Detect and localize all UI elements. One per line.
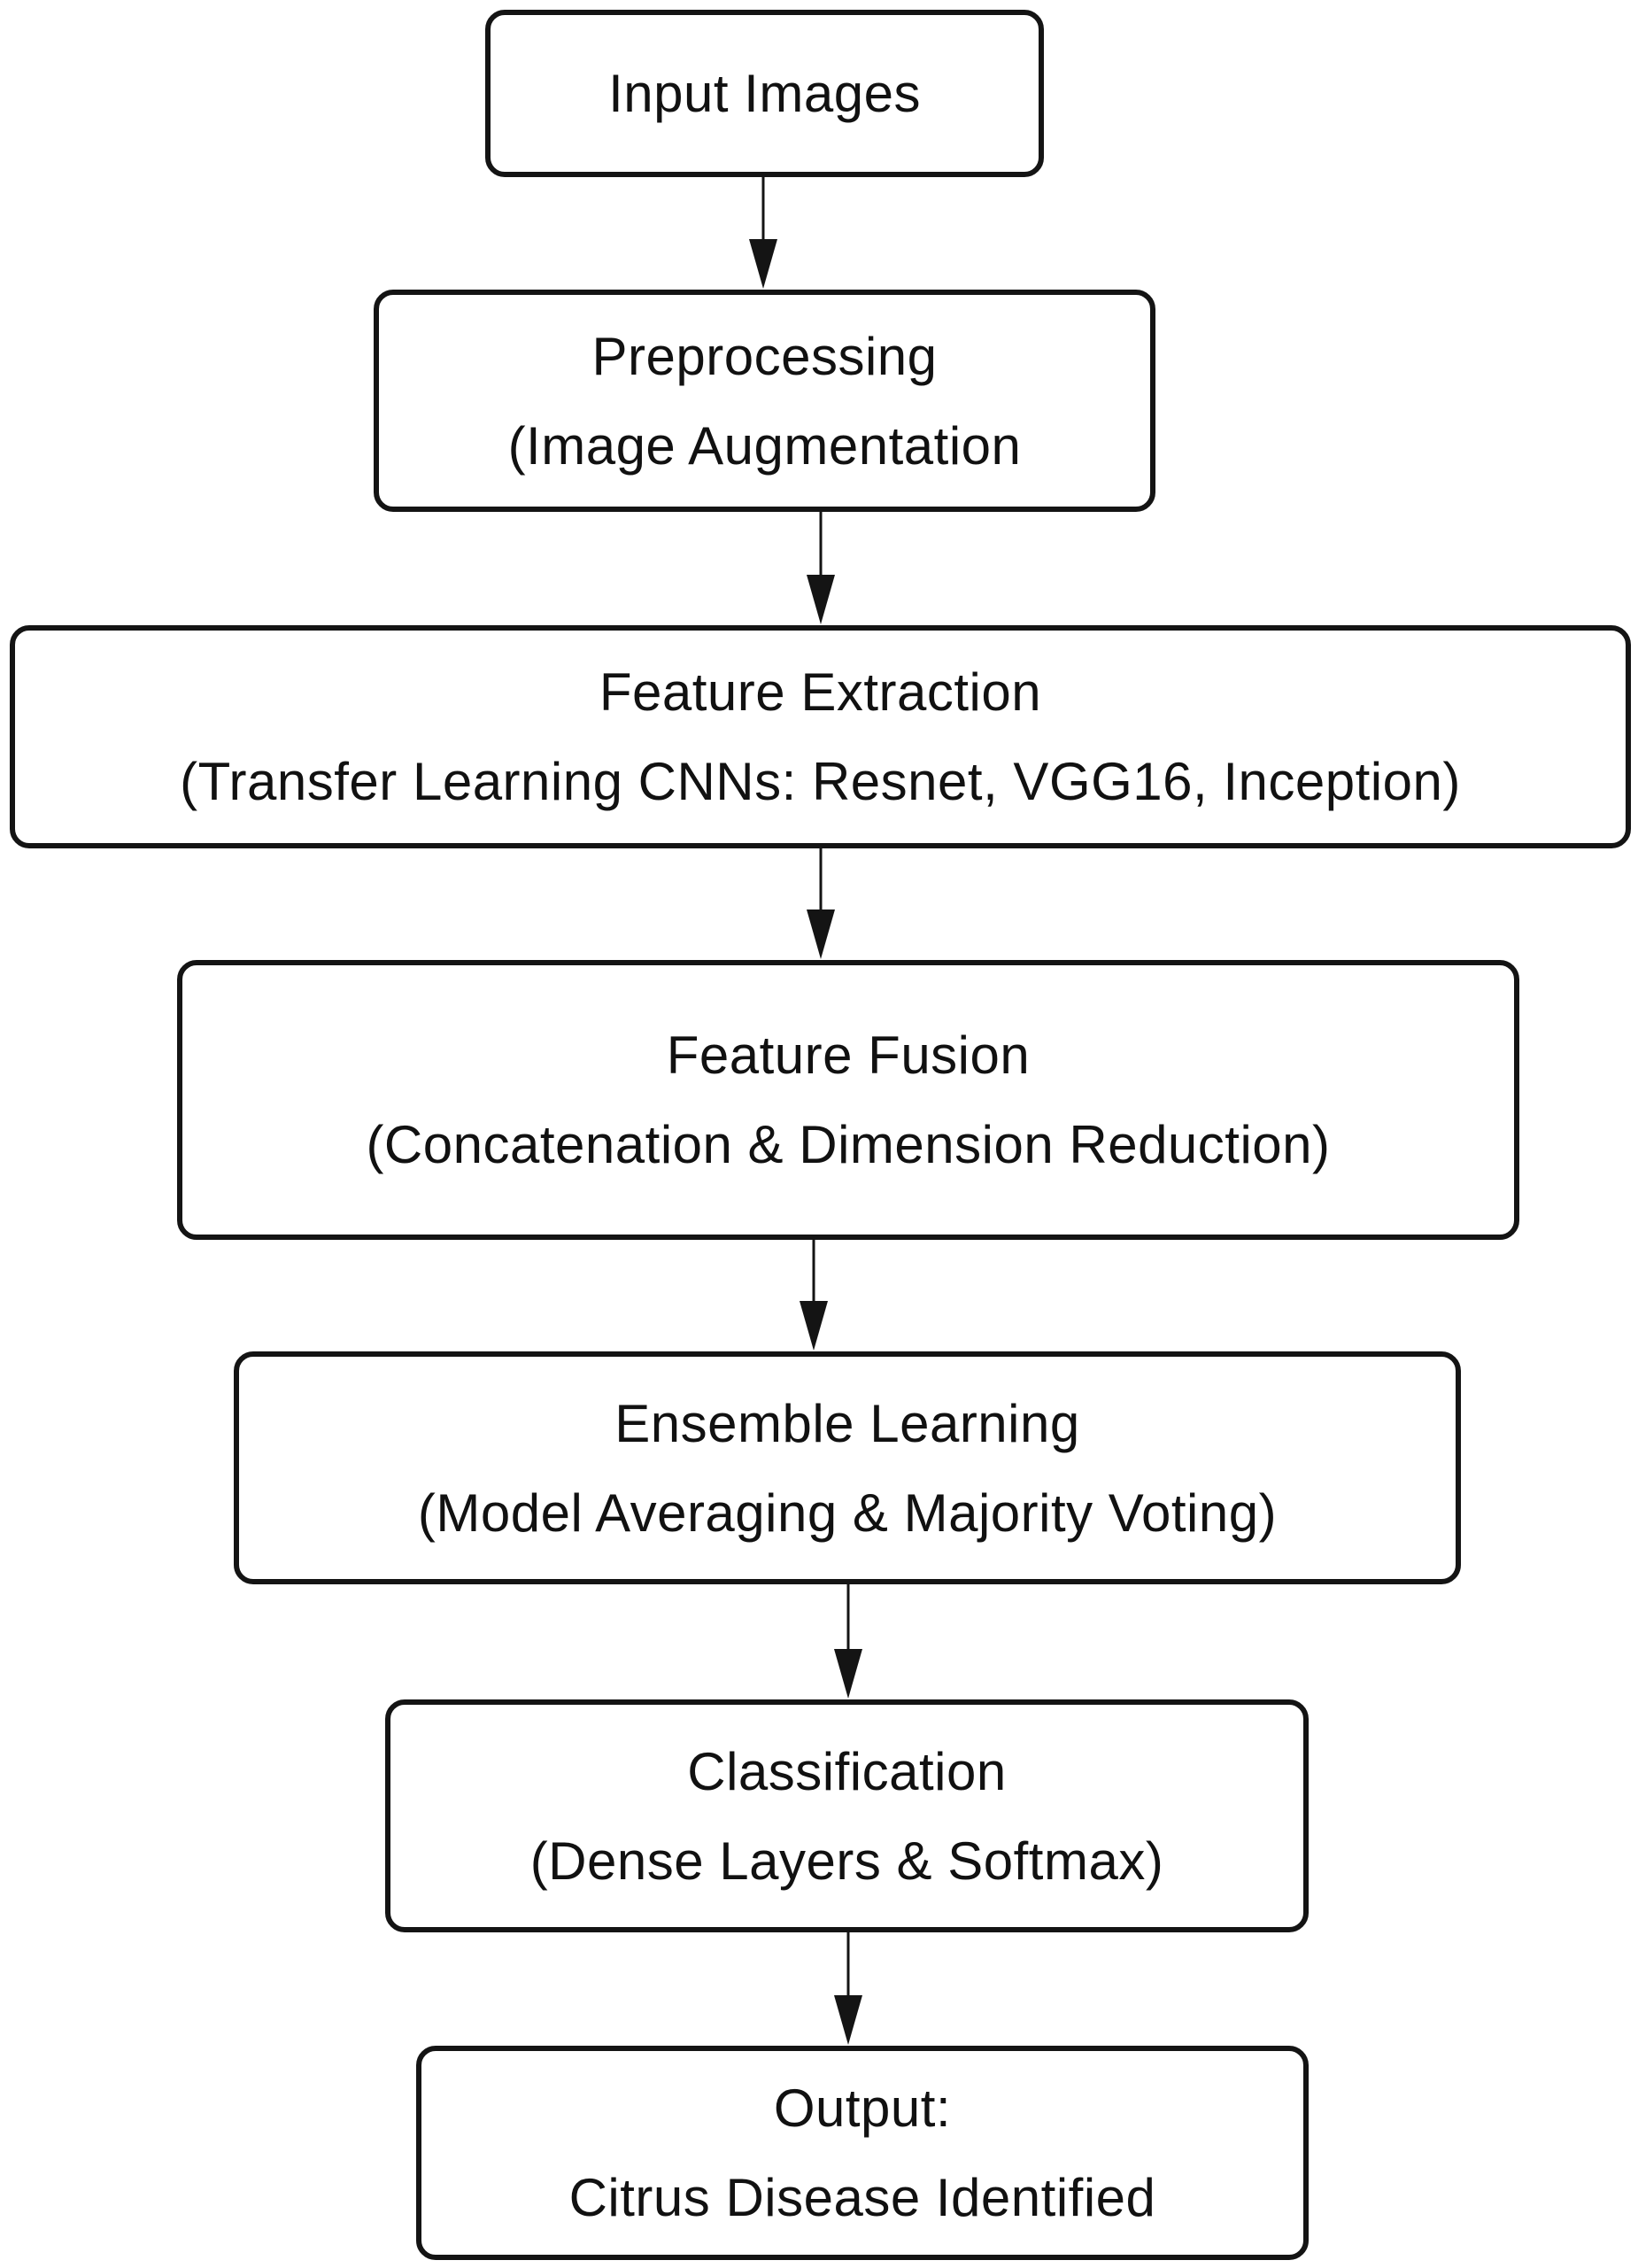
arrow-feature-extraction-to-feature-fusion bbox=[807, 848, 835, 959]
node-title: Feature Extraction bbox=[599, 662, 1042, 722]
node-feature-extraction: Feature Extraction (Transfer Learning CN… bbox=[10, 625, 1631, 848]
node-feature-fusion: Feature Fusion (Concatenation & Dimensio… bbox=[177, 960, 1519, 1240]
node-title: Feature Fusion bbox=[666, 1026, 1031, 1085]
node-input-images: Input Images bbox=[485, 10, 1044, 177]
node-subtitle: (Dense Layers & Softmax) bbox=[529, 1831, 1164, 1891]
arrow-ensemble-to-classification bbox=[834, 1584, 862, 1699]
node-title: Output: bbox=[773, 2078, 952, 2138]
arrow-feature-fusion-to-ensemble bbox=[800, 1240, 828, 1351]
node-subtitle: (Transfer Learning CNNs: Resnet, VGG16, … bbox=[180, 752, 1461, 811]
node-ensemble-learning: Ensemble Learning (Model Averaging & Maj… bbox=[234, 1351, 1461, 1584]
node-title: Preprocessing bbox=[591, 326, 938, 386]
node-title: Classification bbox=[687, 1741, 1007, 1801]
node-subtitle: (Image Augmentation bbox=[507, 415, 1022, 476]
node-subtitle: (Model Averaging & Majority Voting) bbox=[417, 1482, 1278, 1543]
node-preprocessing: Preprocessing (Image Augmentation bbox=[374, 290, 1155, 512]
node-output: Output: Citrus Disease Identified bbox=[416, 2046, 1309, 2260]
node-classification: Classification (Dense Layers & Softmax) bbox=[385, 1699, 1309, 1932]
arrow-classification-to-output bbox=[834, 1932, 862, 2045]
node-subtitle: Citrus Disease Identified bbox=[568, 2168, 1156, 2227]
arrow-preprocessing-to-feature-extraction bbox=[807, 512, 835, 624]
node-title: Input Images bbox=[608, 64, 921, 123]
arrow-input-to-preprocessing bbox=[749, 177, 777, 289]
node-subtitle: (Concatenation & Dimension Reduction) bbox=[366, 1115, 1331, 1174]
node-title: Ensemble Learning bbox=[614, 1393, 1080, 1453]
